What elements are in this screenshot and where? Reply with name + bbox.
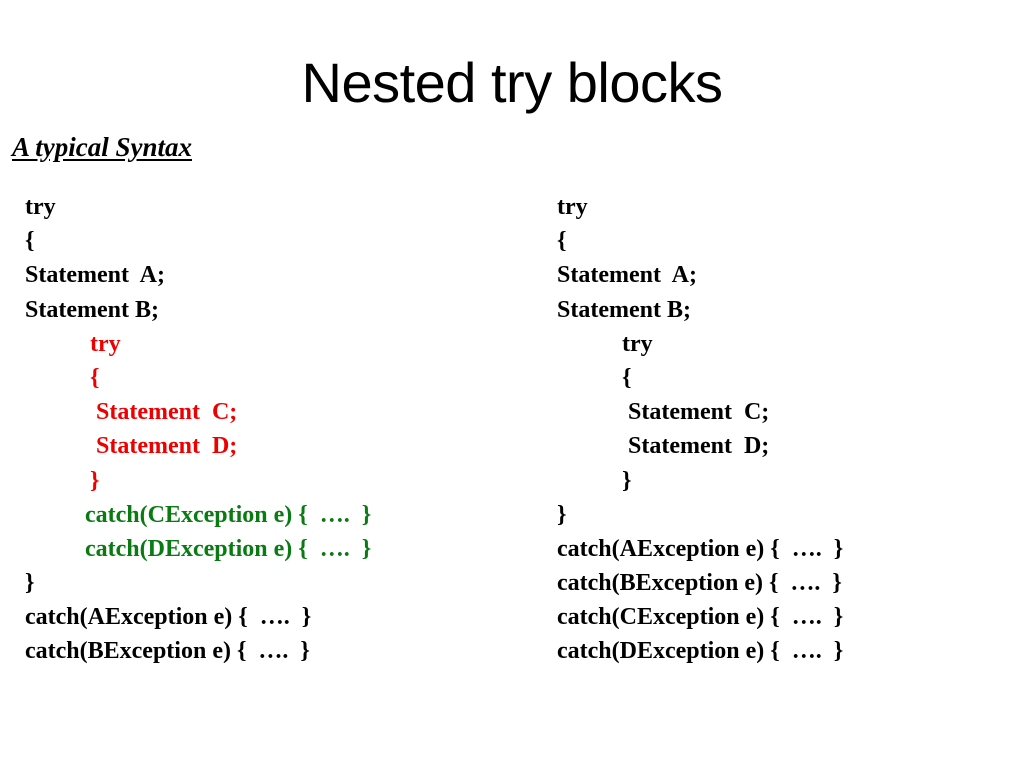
code-line: Statement D;: [90, 433, 238, 460]
code-line: Statement B;: [25, 296, 159, 323]
code-line: }: [557, 501, 567, 528]
code-line: try: [622, 330, 653, 357]
code-line: catch(AException e) { …. }: [25, 604, 312, 631]
code-line: Statement D;: [622, 433, 770, 460]
code-line: Statement B;: [557, 296, 691, 323]
page-title: Nested try blocks: [301, 51, 724, 114]
code-line: Statement A;: [557, 262, 697, 289]
code-line: catch(AException e) { …. }: [557, 535, 844, 562]
code-line: Statement A;: [25, 262, 165, 289]
code-block-left: try { Statement A; Statement B; try { Stateme…: [25, 190, 495, 669]
code-line: catch(CException e) { …. }: [557, 604, 844, 631]
code-line: try: [25, 194, 56, 220]
code-line: catch(DException e) { …. }: [557, 638, 844, 665]
code-line: try: [90, 330, 121, 357]
code-line: catch(DException e) { …. }: [85, 535, 372, 562]
code-line: Statement C;: [90, 399, 238, 426]
code-line: {: [90, 364, 100, 391]
code-line: }: [622, 467, 632, 494]
syntax-section-heading: A typical Syntax: [12, 132, 193, 162]
code-line: try: [557, 194, 588, 220]
code-line: Statement C;: [622, 399, 770, 426]
code-line: {: [557, 228, 567, 255]
code-line: }: [25, 570, 35, 597]
code-line: catch(BException e) { …. }: [557, 570, 842, 597]
code-line: {: [622, 364, 632, 391]
code-line: catch(CException e) { …. }: [85, 501, 372, 528]
code-line: }: [90, 467, 100, 494]
code-line: catch(BException e) { …. }: [25, 638, 310, 665]
code-line: {: [25, 228, 35, 255]
code-block-right: try { Statement A; Statement B; try { Stateme…: [557, 190, 1007, 669]
